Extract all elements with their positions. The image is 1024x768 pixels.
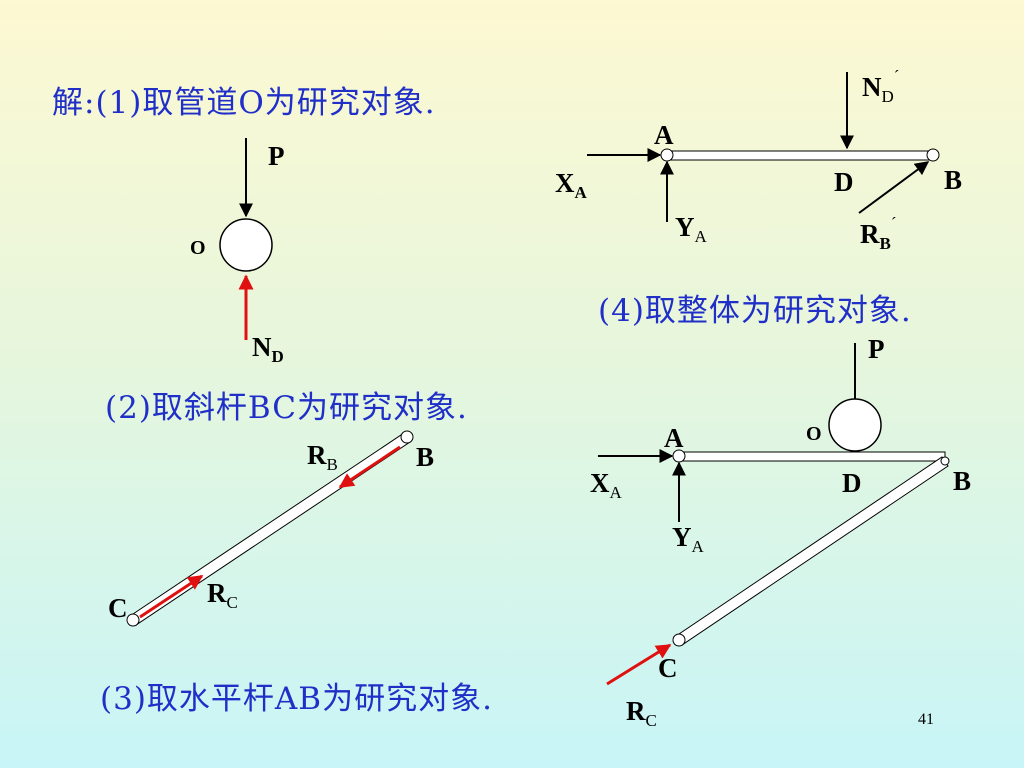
force-rb-prime-arrow: [858, 161, 930, 214]
label-rc: RC: [626, 696, 657, 730]
hinge-c: [126, 613, 140, 627]
label-b: B: [416, 442, 434, 472]
label-p: P: [868, 334, 885, 364]
label-nd-prime: ND´: [862, 67, 899, 106]
page-number: 41: [918, 711, 934, 728]
reaction-rc-arrow: [139, 574, 204, 619]
hinge-b: [400, 430, 414, 444]
label-b: B: [944, 165, 962, 195]
step2-heading: (2)取斜杆BC为研究对象.: [105, 390, 468, 426]
label-rb: RB: [307, 440, 338, 474]
hinge-c: [672, 633, 686, 647]
label-d: D: [834, 167, 854, 197]
label-ya: YA: [675, 212, 708, 246]
pipe-free-body-diagram: P O ND: [190, 138, 285, 366]
label-b: B: [953, 466, 971, 496]
label-nd: ND: [252, 332, 284, 366]
label-o: O: [806, 423, 822, 445]
label-a: A: [664, 423, 684, 453]
rod-ab: [678, 451, 946, 462]
label-c: C: [658, 653, 678, 683]
reaction-rb-arrow: [338, 445, 401, 489]
hinge-b: [940, 456, 950, 466]
whole-system-free-body-diagram: P O A XA YA D B C RC: [590, 334, 971, 730]
label-xa: XA: [590, 468, 623, 502]
label-c: C: [108, 593, 128, 623]
step4-heading: (4)取整体为研究对象.: [598, 293, 912, 329]
label-o: O: [190, 237, 206, 259]
step1-heading: 解:(1)取管道O为研究对象.: [52, 85, 436, 121]
hinge-b: [926, 148, 940, 162]
reaction-rc-arrow: [606, 643, 672, 686]
label-xa: XA: [555, 168, 588, 202]
label-rc: RC: [207, 578, 238, 612]
hinge-a: [660, 148, 674, 162]
label-p: P: [268, 141, 285, 171]
rod-ab: [666, 150, 934, 161]
pipe-o-circle: [219, 218, 273, 272]
rod-bc-free-body-diagram: RB B RC C: [108, 430, 434, 627]
label-rb-prime: RB´: [860, 214, 897, 253]
label-d: D: [842, 468, 862, 498]
label-a: A: [654, 120, 674, 150]
step3-heading: (3)取水平杆AB为研究对象.: [100, 681, 493, 717]
pipe-o-circle: [828, 398, 882, 452]
rod-ab-free-body-diagram: A XA YA D B ND´ RB´: [555, 67, 962, 253]
label-ya: YA: [672, 522, 705, 556]
rod-bc: [675, 456, 949, 646]
